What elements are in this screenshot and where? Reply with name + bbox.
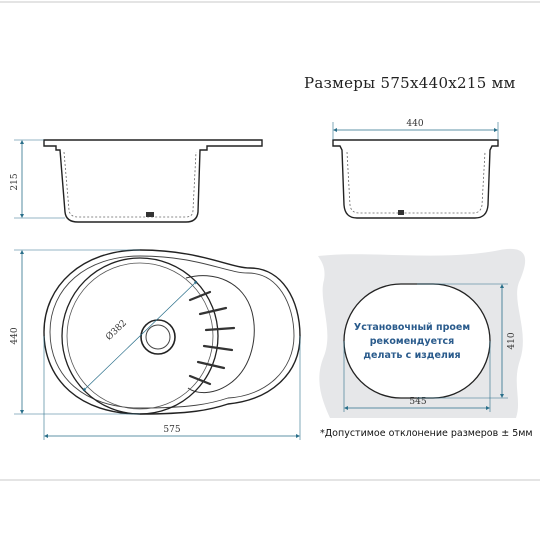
cutout-width-label: 545 xyxy=(409,397,426,407)
bowl-diameter-label: Ø382 xyxy=(104,318,129,343)
cutout-height-label: 410 xyxy=(507,332,517,349)
top-view: Ø382 440 575 xyxy=(10,249,301,440)
cutout-text-line-1: Установочный проем xyxy=(354,322,470,333)
diagram-title: Размеры 575x440x215 мм xyxy=(304,74,516,92)
cutout-text-line-2: рекомендуется xyxy=(370,336,455,347)
width-440-label: 440 xyxy=(406,119,423,129)
cutout-view: Установочный проем рекомендуется делать … xyxy=(318,248,526,418)
side-view-left: 215 xyxy=(10,139,263,223)
cutout-text-line-3: делать с изделия xyxy=(363,350,460,361)
height-440-label: 440 xyxy=(10,327,20,344)
side-view-right: 440 xyxy=(332,119,499,219)
height-215-label: 215 xyxy=(10,173,20,190)
tolerance-note: *Допустимое отклонение размеров ± 5мм xyxy=(320,428,533,439)
width-575-label: 575 xyxy=(163,425,180,435)
